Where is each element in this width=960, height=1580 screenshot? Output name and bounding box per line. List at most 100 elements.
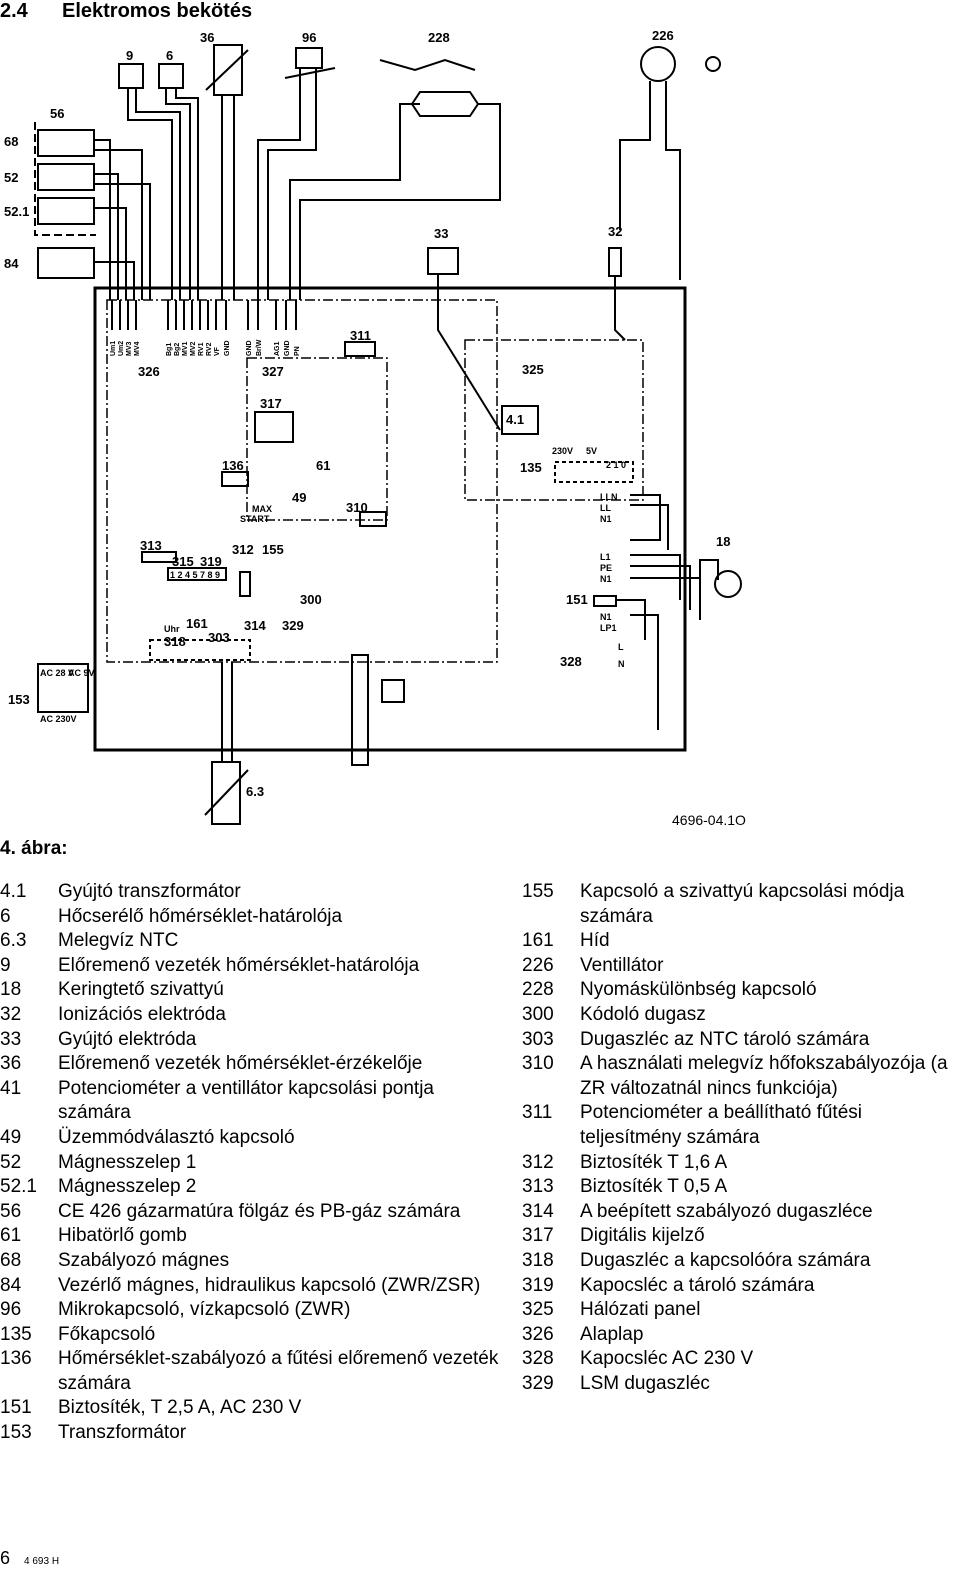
- terminal-label: AG1: [274, 342, 281, 357]
- label-161: 161: [186, 616, 208, 631]
- label-328: 328: [560, 654, 582, 669]
- legend-text: A használati melegvíz hőfokszabályozója …: [580, 1053, 948, 1099]
- electrode-wires: [437, 275, 626, 431]
- legend-number: 6.3: [0, 930, 27, 952]
- legend-text: Dugaszléc az NTC tároló számára: [580, 1028, 870, 1050]
- label-uhr: Uhr: [164, 624, 180, 634]
- label-329: 329: [282, 618, 304, 633]
- label-lln: LLN: [600, 492, 618, 502]
- potentiometer-310: [359, 511, 387, 527]
- terminal-label: VF: [214, 346, 221, 356]
- sensor-36-arrow: [205, 49, 249, 91]
- ntc-63-wires: [221, 662, 233, 762]
- terminal-label: Bg2: [174, 343, 181, 356]
- label-start: START: [240, 514, 270, 524]
- label-49: 49: [292, 490, 306, 505]
- label-ll: LL: [600, 503, 611, 513]
- terminal-label: MV3: [126, 342, 133, 357]
- label-l1: L1: [600, 552, 611, 562]
- power-wires: [615, 494, 701, 730]
- legend-number: 32: [0, 1003, 22, 1025]
- label-314: 314: [244, 618, 266, 633]
- legend-text: Keringtető szivattyú: [58, 979, 224, 1001]
- label-61: 61: [316, 458, 330, 473]
- valve-wires: [94, 139, 151, 300]
- legend-text: CE 426 gázarmatúra fölgáz és PB-gáz szám…: [58, 1200, 461, 1222]
- label-228: 228: [428, 30, 450, 45]
- terminal-label: GND: [284, 340, 291, 356]
- legend-number: 151: [0, 1397, 32, 1419]
- legend-text: Ionizációs elektróda: [58, 1003, 226, 1025]
- label-210: 2 1 0: [606, 460, 626, 470]
- label-313: 313: [140, 538, 162, 553]
- label-lp1: LP1: [600, 623, 617, 633]
- terminal-label: GND: [224, 340, 231, 356]
- terminal-label: Um1: [110, 341, 117, 356]
- legend-number: 36: [0, 1053, 22, 1075]
- label-84: 84: [4, 256, 19, 271]
- legend-number: 84: [0, 1274, 22, 1296]
- main-board-frame: [93, 286, 687, 752]
- legend-number: 41: [0, 1077, 22, 1099]
- label-96: 96: [302, 30, 316, 45]
- label-303: 303: [208, 630, 230, 645]
- legend-number: 226: [522, 954, 554, 976]
- legend-number: 49: [0, 1126, 22, 1148]
- pressure-switch-228: [410, 91, 480, 117]
- ground-connector: [351, 654, 369, 766]
- label-312: 312: [232, 542, 254, 557]
- label-5v: 5V: [586, 446, 597, 456]
- section-number: 2.4: [0, 0, 28, 22]
- label-max: MAX: [252, 504, 272, 514]
- legend-text: Mágnesszelep 2: [58, 1176, 197, 1198]
- legend-text: Főkapcsoló: [58, 1323, 156, 1345]
- label-63: 6.3: [246, 784, 264, 799]
- main-switch-135: [554, 461, 634, 483]
- legend-number: 313: [522, 1176, 554, 1198]
- legend-number: 33: [0, 1028, 22, 1050]
- legend-text: Kapocsléc a tároló számára: [580, 1274, 815, 1296]
- terminal-label: Um2: [118, 341, 125, 356]
- label-151: 151: [566, 592, 588, 607]
- legend-number: 136: [0, 1348, 32, 1370]
- legend-number: 314: [522, 1200, 554, 1222]
- legend-text: Hőmérséklet-szabályozó a fűtési előremen…: [58, 1348, 499, 1394]
- legend-number: 328: [522, 1348, 554, 1370]
- legend-row: 6.3 Melegvíz NTC: [0, 929, 500, 954]
- board-327: [246, 357, 388, 521]
- legend-text: LSM dugaszléc: [580, 1372, 710, 1394]
- legend-number: 4.1: [0, 881, 27, 902]
- label-310: 310: [346, 500, 368, 515]
- terminal-label: PN: [294, 346, 301, 356]
- legend-number: 329: [522, 1372, 554, 1394]
- legend-text: Biztosíték T 1,6 A: [580, 1151, 728, 1173]
- label-326: 326: [138, 364, 160, 379]
- legend-text: Előremenő vezeték hőmérséklet-határolója: [58, 954, 420, 976]
- terminal-label: RV2: [206, 342, 213, 356]
- pump-wires: [699, 559, 719, 580]
- legend-text: Melegvíz NTC: [58, 930, 179, 952]
- terminal-label: MV2: [190, 342, 197, 357]
- legend-text: Potenciométer a beállítható fűtési telje…: [580, 1102, 863, 1148]
- label-226: 226: [652, 28, 674, 43]
- ground-block: [381, 679, 405, 703]
- page-number: 6: [0, 1548, 11, 1568]
- label-136: 136: [222, 458, 244, 473]
- legend-text: Hőcserélő hőmérséklet-határolója: [58, 905, 343, 927]
- label-153: 153: [8, 692, 30, 707]
